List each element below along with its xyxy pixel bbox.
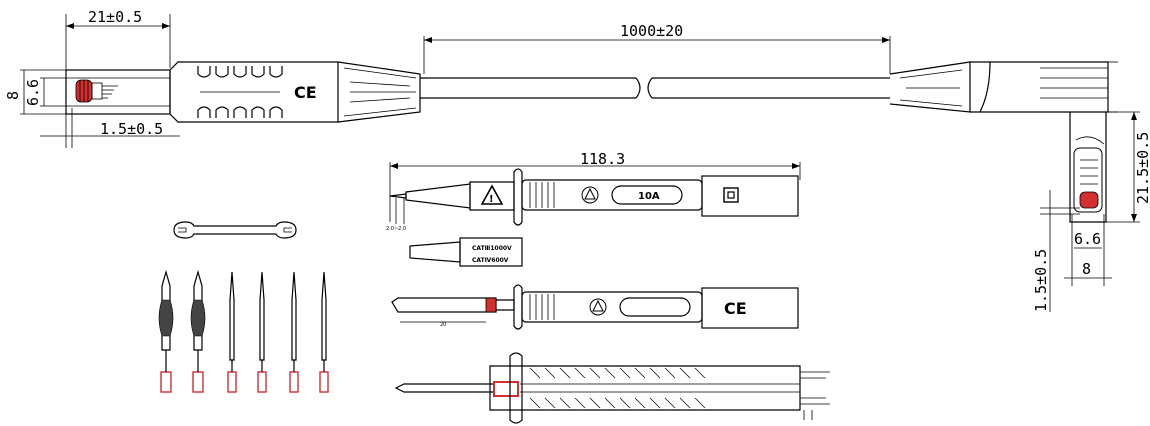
test-probe-side: 118.3 2.0~2.0 ! 10A <box>386 150 801 232</box>
cable-length-label: 1000±20 <box>620 22 683 40</box>
probe-tip-dimension-label: 2.0~2.0 <box>386 226 406 232</box>
probe-cross-section <box>394 352 830 424</box>
current-rating-label: 10A <box>638 191 660 202</box>
ce-mark-icon: CE <box>294 83 317 102</box>
plug-inner-diameter-label: 6.6 <box>24 79 42 106</box>
svg-text:!: ! <box>489 194 494 205</box>
plug-contact-icon <box>75 79 118 103</box>
wrench-icon <box>173 221 297 239</box>
probe-pin-length-label: 20 <box>440 322 446 328</box>
angled-plug-length-label: 21.5±0.5 <box>1134 132 1150 204</box>
double-insulation-square-icon <box>723 187 739 203</box>
warning-triangle-icon <box>589 298 607 316</box>
probe-length-label: 118.3 <box>580 150 625 168</box>
angled-plug-assembly: 21.5±0.5 6.6 8 1.5±0.5 <box>889 61 1150 312</box>
cap-rating-line2: CATⅣ600V <box>472 257 509 264</box>
probe-cap: CATⅢ1000V CATⅣ600V <box>409 237 523 267</box>
warning-triangle-icon <box>581 186 599 204</box>
angled-inner-diameter-label: 6.6 <box>1074 230 1101 248</box>
cable-assembly: 1000±20 <box>420 22 891 99</box>
cap-rating-line1: CATⅢ1000V <box>472 245 512 252</box>
test-probe-pin: 20 CE <box>391 284 799 330</box>
replacement-tips <box>158 269 329 393</box>
plug-length-label: 21±0.5 <box>88 8 142 26</box>
angled-outer-diameter-label: 8 <box>1082 260 1091 278</box>
pin-offset-label: 1.5±0.5 <box>100 120 163 138</box>
angled-pin-offset-label: 1.5±0.5 <box>1032 249 1050 312</box>
straight-plug-assembly: 21±0.5 8 6.6 1.5±0.5 CE <box>4 8 421 148</box>
plug-outer-diameter-label: 8 <box>4 91 22 100</box>
warning-triangle-icon: ! <box>480 184 504 205</box>
ce-mark-icon: CE <box>724 299 747 318</box>
